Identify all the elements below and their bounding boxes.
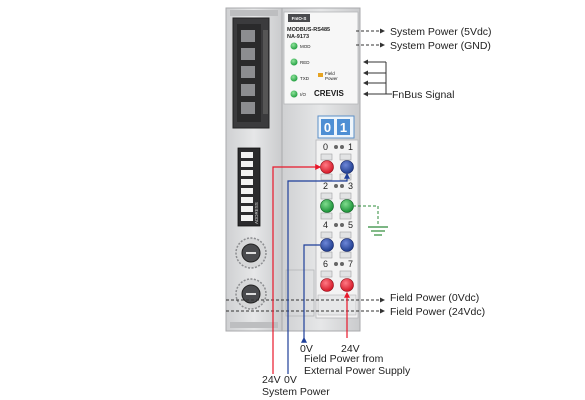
led-red bbox=[290, 58, 298, 66]
terminal-blue-mid-left bbox=[320, 238, 334, 252]
sys-24v-label: 24V bbox=[262, 374, 281, 386]
io-module: FnIO-S MODBUS-RS485 NA-9173 MOD RED TXD … bbox=[281, 7, 361, 332]
model-line1: MODBUS-RS485 bbox=[287, 27, 330, 33]
led-io-label: I/O bbox=[300, 92, 307, 97]
fnbus-signal-label: FnBus Signal bbox=[392, 89, 454, 101]
dip-switch-label: ADDRESS bbox=[254, 202, 259, 224]
address-digit-1: 1 bbox=[340, 120, 347, 135]
system-power-label: System Power bbox=[262, 386, 330, 398]
ground-connection bbox=[353, 205, 388, 236]
led-txd bbox=[290, 74, 298, 82]
channel-label-1: 1 bbox=[348, 142, 353, 152]
led-red-label: RED bbox=[300, 60, 310, 65]
model-tag: FnIO-S bbox=[292, 16, 307, 21]
field-power-from-label: Field Power from bbox=[304, 353, 384, 365]
terminal-red-bottom-left bbox=[320, 278, 334, 292]
external-field-power-wiring bbox=[301, 244, 350, 343]
brand-logo: CREVIS bbox=[314, 89, 344, 98]
field-power-24v-label: Field Power (24Vdc) bbox=[390, 306, 485, 318]
field-power-led bbox=[318, 73, 323, 77]
adapter-module: ADDRESS bbox=[225, 7, 283, 332]
fnbus-arrows bbox=[363, 59, 392, 97]
channel-label-2: 2 bbox=[323, 181, 328, 191]
system-power-gnd-label: System Power (GND) bbox=[390, 40, 491, 52]
channel-label-7: 7 bbox=[348, 259, 353, 269]
external-power-supply-label: External Power Supply bbox=[304, 365, 411, 377]
terminal-green-right bbox=[340, 199, 354, 213]
system-power-5v-label: System Power (5Vdc) bbox=[390, 26, 492, 38]
sys-0v-label: 0V bbox=[284, 374, 297, 386]
terminal-blue-top-right bbox=[340, 160, 354, 174]
model-line2: NA-9173 bbox=[287, 34, 309, 40]
model-tag-bg bbox=[288, 14, 310, 22]
terminal-red-bottom-right bbox=[340, 278, 354, 292]
terminal-red-top-left bbox=[320, 160, 334, 174]
led-io bbox=[290, 90, 298, 98]
address-display: 0 1 bbox=[317, 115, 355, 139]
led-mod-label: MOD bbox=[300, 44, 311, 49]
terminal-blue-mid-right bbox=[340, 238, 354, 252]
ground-icon bbox=[368, 226, 388, 236]
led-txd-label: TXD bbox=[300, 76, 310, 81]
led-mod bbox=[290, 42, 298, 50]
field-power-arrows bbox=[226, 297, 385, 314]
ext-24v-label: 24V bbox=[341, 343, 360, 355]
channel-label-4: 4 bbox=[323, 220, 328, 230]
status-leds: MOD RED TXD I/O bbox=[290, 42, 311, 98]
channel-label-3: 3 bbox=[348, 181, 353, 191]
channel-label-0: 0 bbox=[323, 142, 328, 152]
terminal-green-left bbox=[320, 199, 334, 213]
rotary-switch-upper bbox=[235, 237, 267, 269]
system-power-wiring bbox=[272, 164, 350, 374]
channel-label-6: 6 bbox=[323, 259, 328, 269]
field-power-led-label-1: Field bbox=[325, 71, 335, 76]
channel-label-5: 5 bbox=[348, 220, 353, 230]
field-power-led-label-2: Power bbox=[325, 76, 338, 81]
rotary-switch-lower bbox=[235, 278, 267, 310]
address-digit-0: 0 bbox=[324, 120, 331, 135]
ext-0v-label: 0V bbox=[300, 343, 313, 355]
rs485-connector bbox=[232, 17, 270, 129]
field-power-0v-label: Field Power (0Vdc) bbox=[390, 292, 479, 304]
dip-switch: ADDRESS bbox=[237, 147, 261, 227]
